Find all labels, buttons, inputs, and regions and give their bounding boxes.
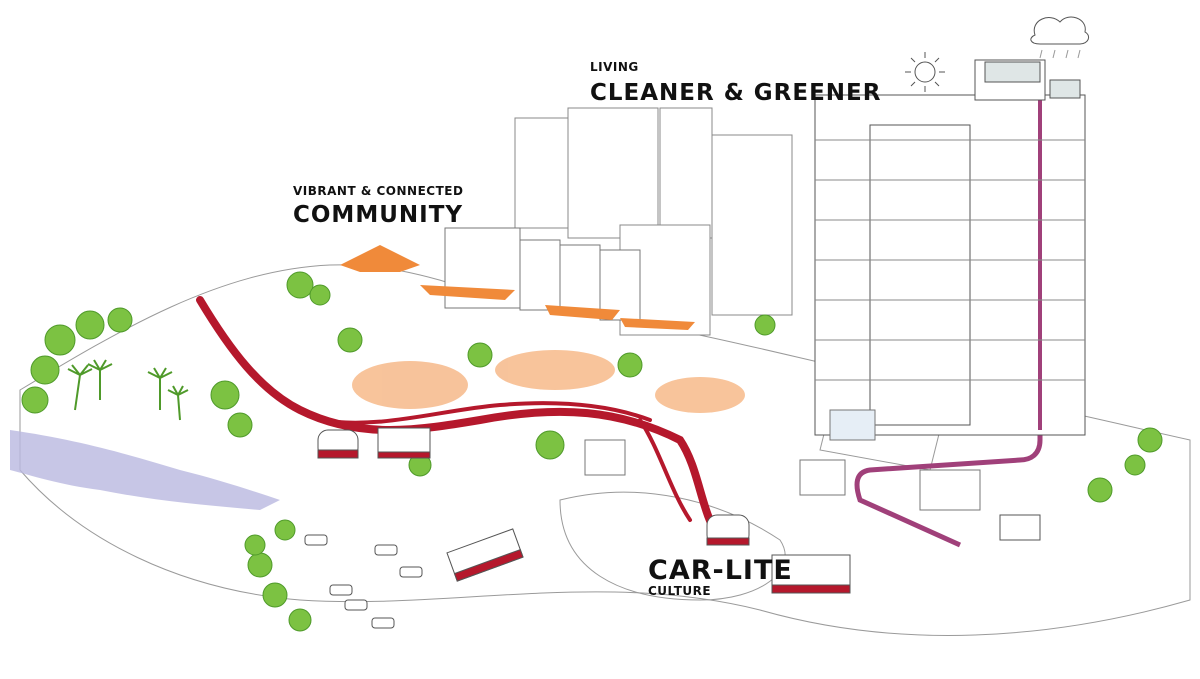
garbage-truck xyxy=(999,514,1041,541)
rain-cloud-icon xyxy=(1030,16,1090,59)
vehicles xyxy=(304,427,1041,629)
double-decker-bus xyxy=(377,427,431,459)
vibrant-connected-label: VIBRANT & CONNECTED xyxy=(293,184,464,198)
car-lite-heading: CAR-LITE xyxy=(648,555,793,586)
utility-pipe xyxy=(854,100,1043,548)
autonomous-pod-left xyxy=(317,429,359,459)
cleaner-greener-heading: CLEANER & GREENER xyxy=(590,80,882,106)
living-label: LIVING xyxy=(590,60,639,74)
sun-icon xyxy=(905,52,945,92)
community-heading: COMMUNITY xyxy=(293,202,464,228)
cars xyxy=(304,534,423,629)
trees xyxy=(21,271,1163,632)
residential-tower xyxy=(814,59,1086,436)
bus-shelter xyxy=(584,439,626,476)
mid-rise-buildings xyxy=(514,107,793,336)
autonomous-pod-right xyxy=(706,514,750,546)
city-bus xyxy=(771,554,851,594)
water-tank xyxy=(829,409,876,441)
orange-awnings xyxy=(340,245,695,330)
recycling-station xyxy=(919,469,981,511)
kiosk xyxy=(799,459,846,496)
river xyxy=(10,430,280,510)
solar-panels xyxy=(984,61,1081,99)
red-roads xyxy=(196,296,724,544)
shophouses xyxy=(444,227,641,321)
culture-label: CULTURE xyxy=(648,584,712,598)
plazas xyxy=(352,350,745,413)
small-structures xyxy=(584,409,981,511)
mrt-train xyxy=(446,528,524,582)
